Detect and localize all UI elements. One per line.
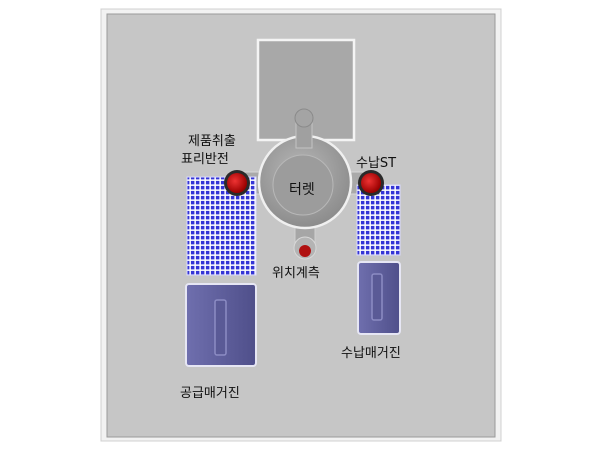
- label-receive-station: 수납ST: [356, 156, 397, 171]
- label-supply-magazine: 공급매거진: [180, 386, 240, 401]
- turret-knob: [294, 108, 314, 128]
- supply-magazine-slot: [214, 299, 227, 356]
- label-position-measure: 위치계측: [272, 266, 320, 281]
- label-turret: 터렛: [289, 182, 315, 198]
- receive-magazine-slot: [371, 273, 383, 321]
- flip-station-marker-core: [227, 173, 247, 193]
- receive-station-grid: [356, 184, 401, 256]
- receive-station-marker-core: [361, 173, 381, 193]
- turret-inner: [272, 154, 334, 216]
- label-flip: 표리반전: [181, 152, 229, 167]
- label-product-removal: 제품취출: [188, 134, 236, 149]
- position-measure-marker-core: [299, 245, 311, 257]
- label-receive-magazine: 수납매거진: [341, 346, 401, 361]
